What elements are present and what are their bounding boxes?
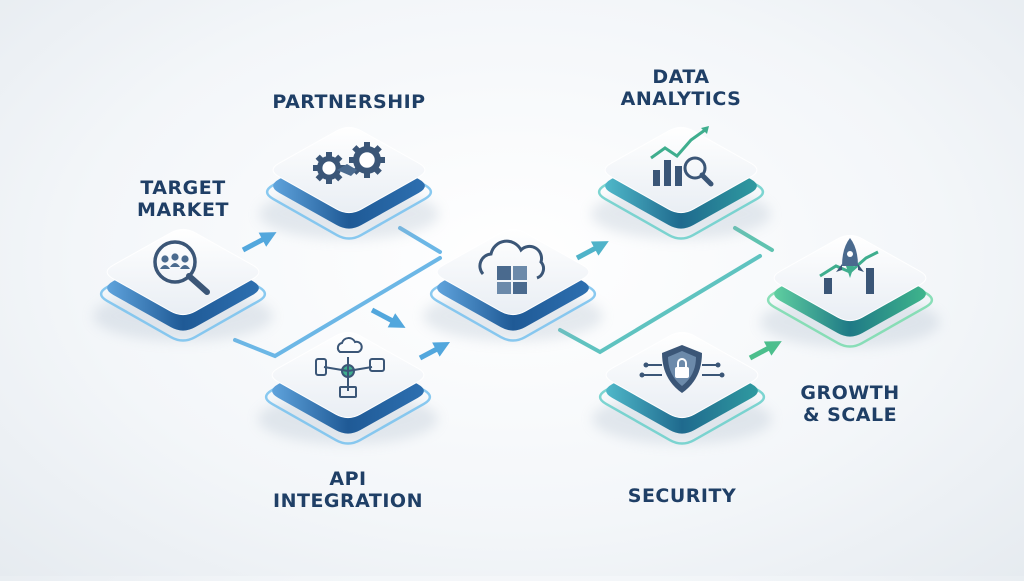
- label-growth-scale: GROWTH & SCALE: [800, 382, 900, 426]
- label-target-market: TARGET MARKET: [137, 177, 229, 221]
- tile-partnership: [259, 126, 439, 240]
- label-api-integration: API INTEGRATION: [273, 468, 423, 512]
- network-devices-icon: [315, 337, 385, 398]
- rocket-growth-icon: [819, 238, 879, 294]
- connector-target-cloud: [233, 256, 442, 359]
- shield-lock-icon: [639, 345, 725, 393]
- label-data-analytics: DATA ANALYTICS: [620, 66, 742, 110]
- tile-data-analytics: [591, 126, 771, 240]
- tile-api-integration: [258, 331, 438, 445]
- magnifier-people-icon: [153, 240, 210, 295]
- gears-handshake-icon: [313, 142, 385, 184]
- tile-growth-scale: [760, 234, 940, 348]
- arrow-target-partnership: [241, 232, 277, 253]
- tile-security: [592, 331, 772, 445]
- arrow-security-growth: [748, 341, 782, 361]
- chart-magnifier-icon: [650, 126, 714, 187]
- tile-target-market: [93, 228, 273, 342]
- label-partnership: PARTNERSHIP: [272, 91, 426, 113]
- arrows: [241, 232, 782, 361]
- arrow-cloud-analytics: [575, 241, 609, 261]
- cloud-puzzle-icon: [478, 239, 546, 294]
- arrow-api-cloud: [418, 342, 451, 361]
- tile-cloud-core: [423, 228, 603, 342]
- label-security: SECURITY: [627, 485, 737, 507]
- connector-cloud-analytics: [558, 254, 762, 355]
- arrow-partnership-api: [370, 307, 406, 328]
- tiles-layer: [93, 126, 940, 445]
